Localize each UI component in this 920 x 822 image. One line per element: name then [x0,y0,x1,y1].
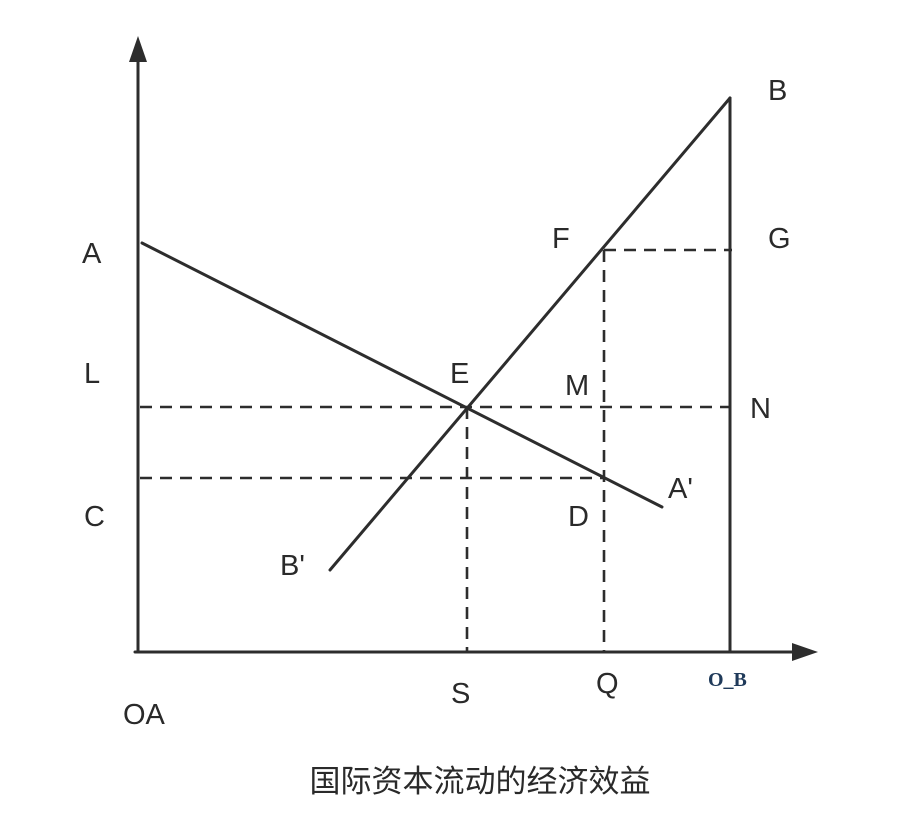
label-C: C [84,501,105,533]
dashed-guides [140,248,732,652]
diagram-caption: 国际资本流动的经济效益 [310,764,651,800]
label-F: F [552,223,570,255]
label-Q: Q [596,668,619,700]
label-D: D [568,501,589,533]
point-labels: A B F G L E M N C D A' B' S Q O_B OA [82,75,791,731]
label-A: A [82,238,102,270]
label-N: N [750,393,771,425]
x-axis-arrowhead [792,643,818,661]
label-OA: OA [123,699,166,731]
label-B-prime: B' [280,550,305,582]
axes [129,36,818,661]
y-axis-arrowhead [129,36,147,62]
curve-B-B-prime [328,96,732,572]
label-M: M [565,370,589,402]
label-B: B [768,75,787,107]
label-E: E [450,358,469,390]
label-G: G [768,223,791,255]
label-L: L [84,358,100,390]
label-S: S [451,678,470,710]
curve-A-A-prime [140,241,664,509]
label-A-prime: A' [668,473,693,505]
label-O-B: O_B [708,669,747,691]
